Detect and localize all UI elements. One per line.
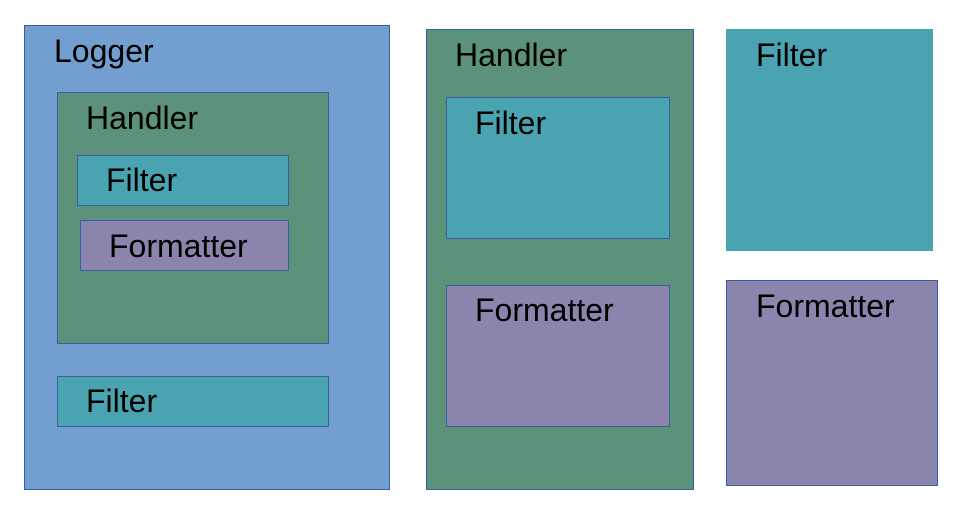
logger-handler-filter-box: Filter <box>77 155 289 206</box>
handler-formatter-label: Formatter <box>475 292 614 328</box>
handler-filter-box: Filter <box>446 97 670 239</box>
logger-box: Logger Handler Filter Formatter Filter <box>24 25 390 490</box>
handler-label: Handler <box>455 37 568 73</box>
handler-box: Handler Filter Formatter <box>426 29 694 490</box>
logger-label: Logger <box>54 33 154 69</box>
logger-handler-box: Handler Filter Formatter <box>57 92 329 344</box>
handler-filter-label: Filter <box>475 105 547 141</box>
logger-handler-filter-label: Filter <box>106 162 178 198</box>
logger-handler-label: Handler <box>86 100 199 136</box>
standalone-filter-box: Filter <box>726 29 933 251</box>
standalone-filter-label: Filter <box>756 37 828 73</box>
logger-filter-box: Filter <box>57 376 329 427</box>
logger-handler-formatter-box: Formatter <box>80 220 289 271</box>
standalone-formatter-label: Formatter <box>756 288 895 324</box>
logger-handler-formatter-label: Formatter <box>109 228 248 264</box>
standalone-formatter-box: Formatter <box>726 280 938 486</box>
handler-formatter-box: Formatter <box>446 285 670 427</box>
logger-filter-label: Filter <box>86 383 158 419</box>
